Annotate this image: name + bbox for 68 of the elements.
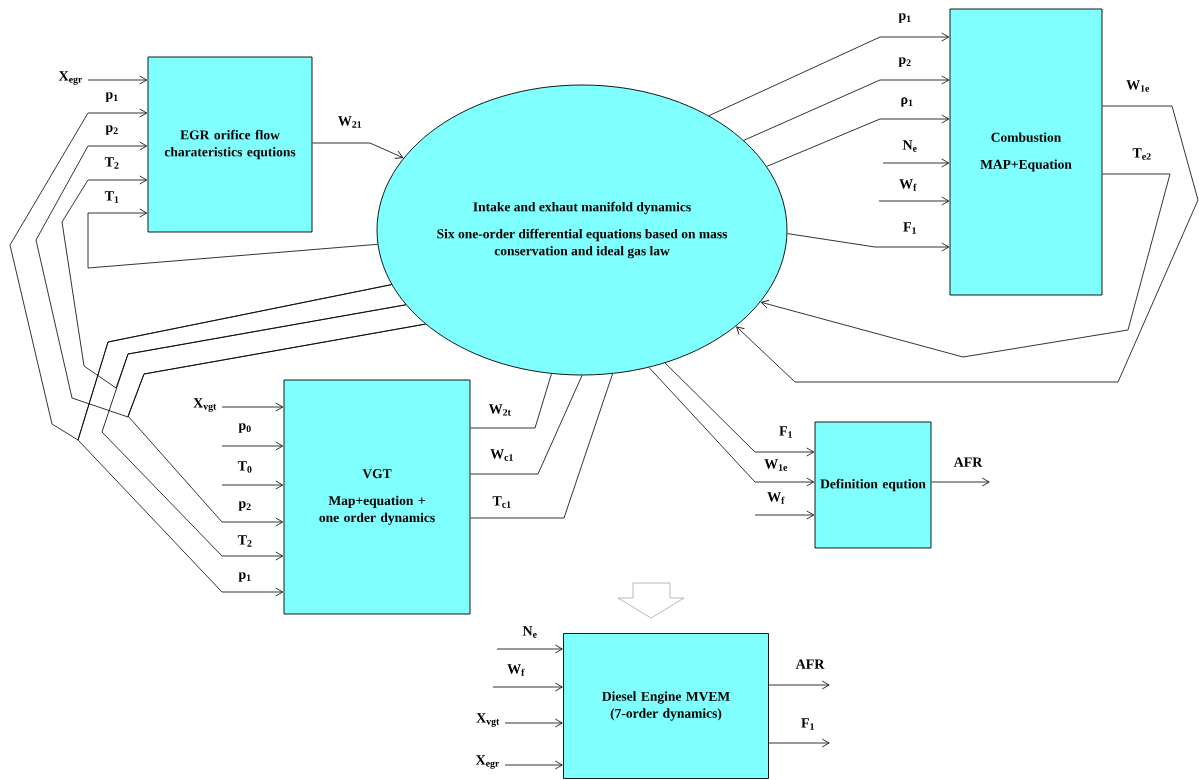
edge-label: F$_{1}$ xyxy=(903,222,916,234)
arrow xyxy=(768,738,830,748)
edge-label: T$_{c1}$ xyxy=(492,496,511,508)
arrow xyxy=(87,208,378,269)
edge-label: W$_{2t}$ xyxy=(488,404,511,416)
process-box: Diesel Engine MVEM (7-order dynamics) xyxy=(563,633,769,779)
arrow xyxy=(754,510,815,520)
edge-label: W$_{f}$ xyxy=(507,664,525,676)
edge-label: T$_{1}$ xyxy=(104,191,119,203)
arrow xyxy=(504,760,563,770)
edge-label: W$_{1e}$ xyxy=(1126,80,1150,92)
arrow xyxy=(492,682,563,692)
process-box: VGT Map+equation + one order dynamics xyxy=(283,379,471,615)
arrow xyxy=(87,75,148,85)
edge-label: W$_{f}$ xyxy=(767,492,785,504)
arrow xyxy=(743,75,950,141)
arrow xyxy=(221,441,284,451)
edge-label: T$_{2}$ xyxy=(104,157,119,169)
edge-label: X$_{egr}$ xyxy=(475,755,500,769)
edge-label: p$_{0}$ xyxy=(238,423,251,433)
arrow xyxy=(760,173,1171,358)
edge-label: T$_{2}$ xyxy=(237,535,252,547)
arrow xyxy=(766,114,950,167)
arrow xyxy=(221,480,284,490)
process-box: Combustion MAP+Equation xyxy=(949,8,1103,296)
edge-label: ρ$_{1}$ xyxy=(901,97,913,107)
edge-label: N$_{e}$ xyxy=(902,140,917,152)
connector-line xyxy=(470,373,613,519)
arrow xyxy=(221,402,284,412)
arrow xyxy=(787,233,950,252)
edge-label: T$_{e2}$ xyxy=(1132,148,1151,160)
edge-label: p$_{1}$ xyxy=(105,92,118,102)
process-box: Definition eqution xyxy=(814,421,932,549)
connector-line xyxy=(470,375,583,475)
edge-label: F$_{1}$ xyxy=(779,426,792,438)
edge-label: X$_{egr}$ xyxy=(58,71,83,85)
arrow xyxy=(101,304,407,561)
edge-label: W$_{21}$ xyxy=(338,116,362,128)
arrow xyxy=(736,105,1199,383)
connector-line xyxy=(470,373,552,429)
edge-label: p$_{1}$ xyxy=(898,13,911,23)
edge-label: p$_{2}$ xyxy=(898,57,911,67)
edge-label: T$_{0}$ xyxy=(237,461,252,473)
arrow xyxy=(708,32,950,117)
edge-label: N$_{e}$ xyxy=(522,626,537,638)
edge-label: p$_{2}$ xyxy=(238,501,251,511)
edge-label: p$_{2}$ xyxy=(105,125,118,135)
edge-label: p$_{1}$ xyxy=(238,572,251,582)
edge-label: W$_{f}$ xyxy=(899,179,917,191)
arrow xyxy=(496,644,563,654)
arrow xyxy=(504,718,563,728)
edge-label: AFR xyxy=(795,659,825,669)
arrow xyxy=(664,362,815,457)
arrow xyxy=(648,367,815,487)
arrow xyxy=(878,196,950,206)
edge-label: F$_{1}$ xyxy=(801,718,814,730)
arrow xyxy=(127,323,426,527)
process-box: EGR orifice flow charateristics equtions xyxy=(147,56,313,233)
edge-label: AFR xyxy=(953,457,983,467)
arrow xyxy=(312,142,404,159)
edge-label: X$_{vgt}$ xyxy=(476,713,500,727)
edge-label: X$_{vgt}$ xyxy=(193,398,217,412)
arrow xyxy=(768,680,830,690)
arrow xyxy=(931,477,990,487)
arrow xyxy=(77,284,392,597)
edge-label: W$_{c1}$ xyxy=(490,449,513,461)
edge-label: W$_{1e}$ xyxy=(764,459,788,471)
arrow xyxy=(882,158,950,168)
